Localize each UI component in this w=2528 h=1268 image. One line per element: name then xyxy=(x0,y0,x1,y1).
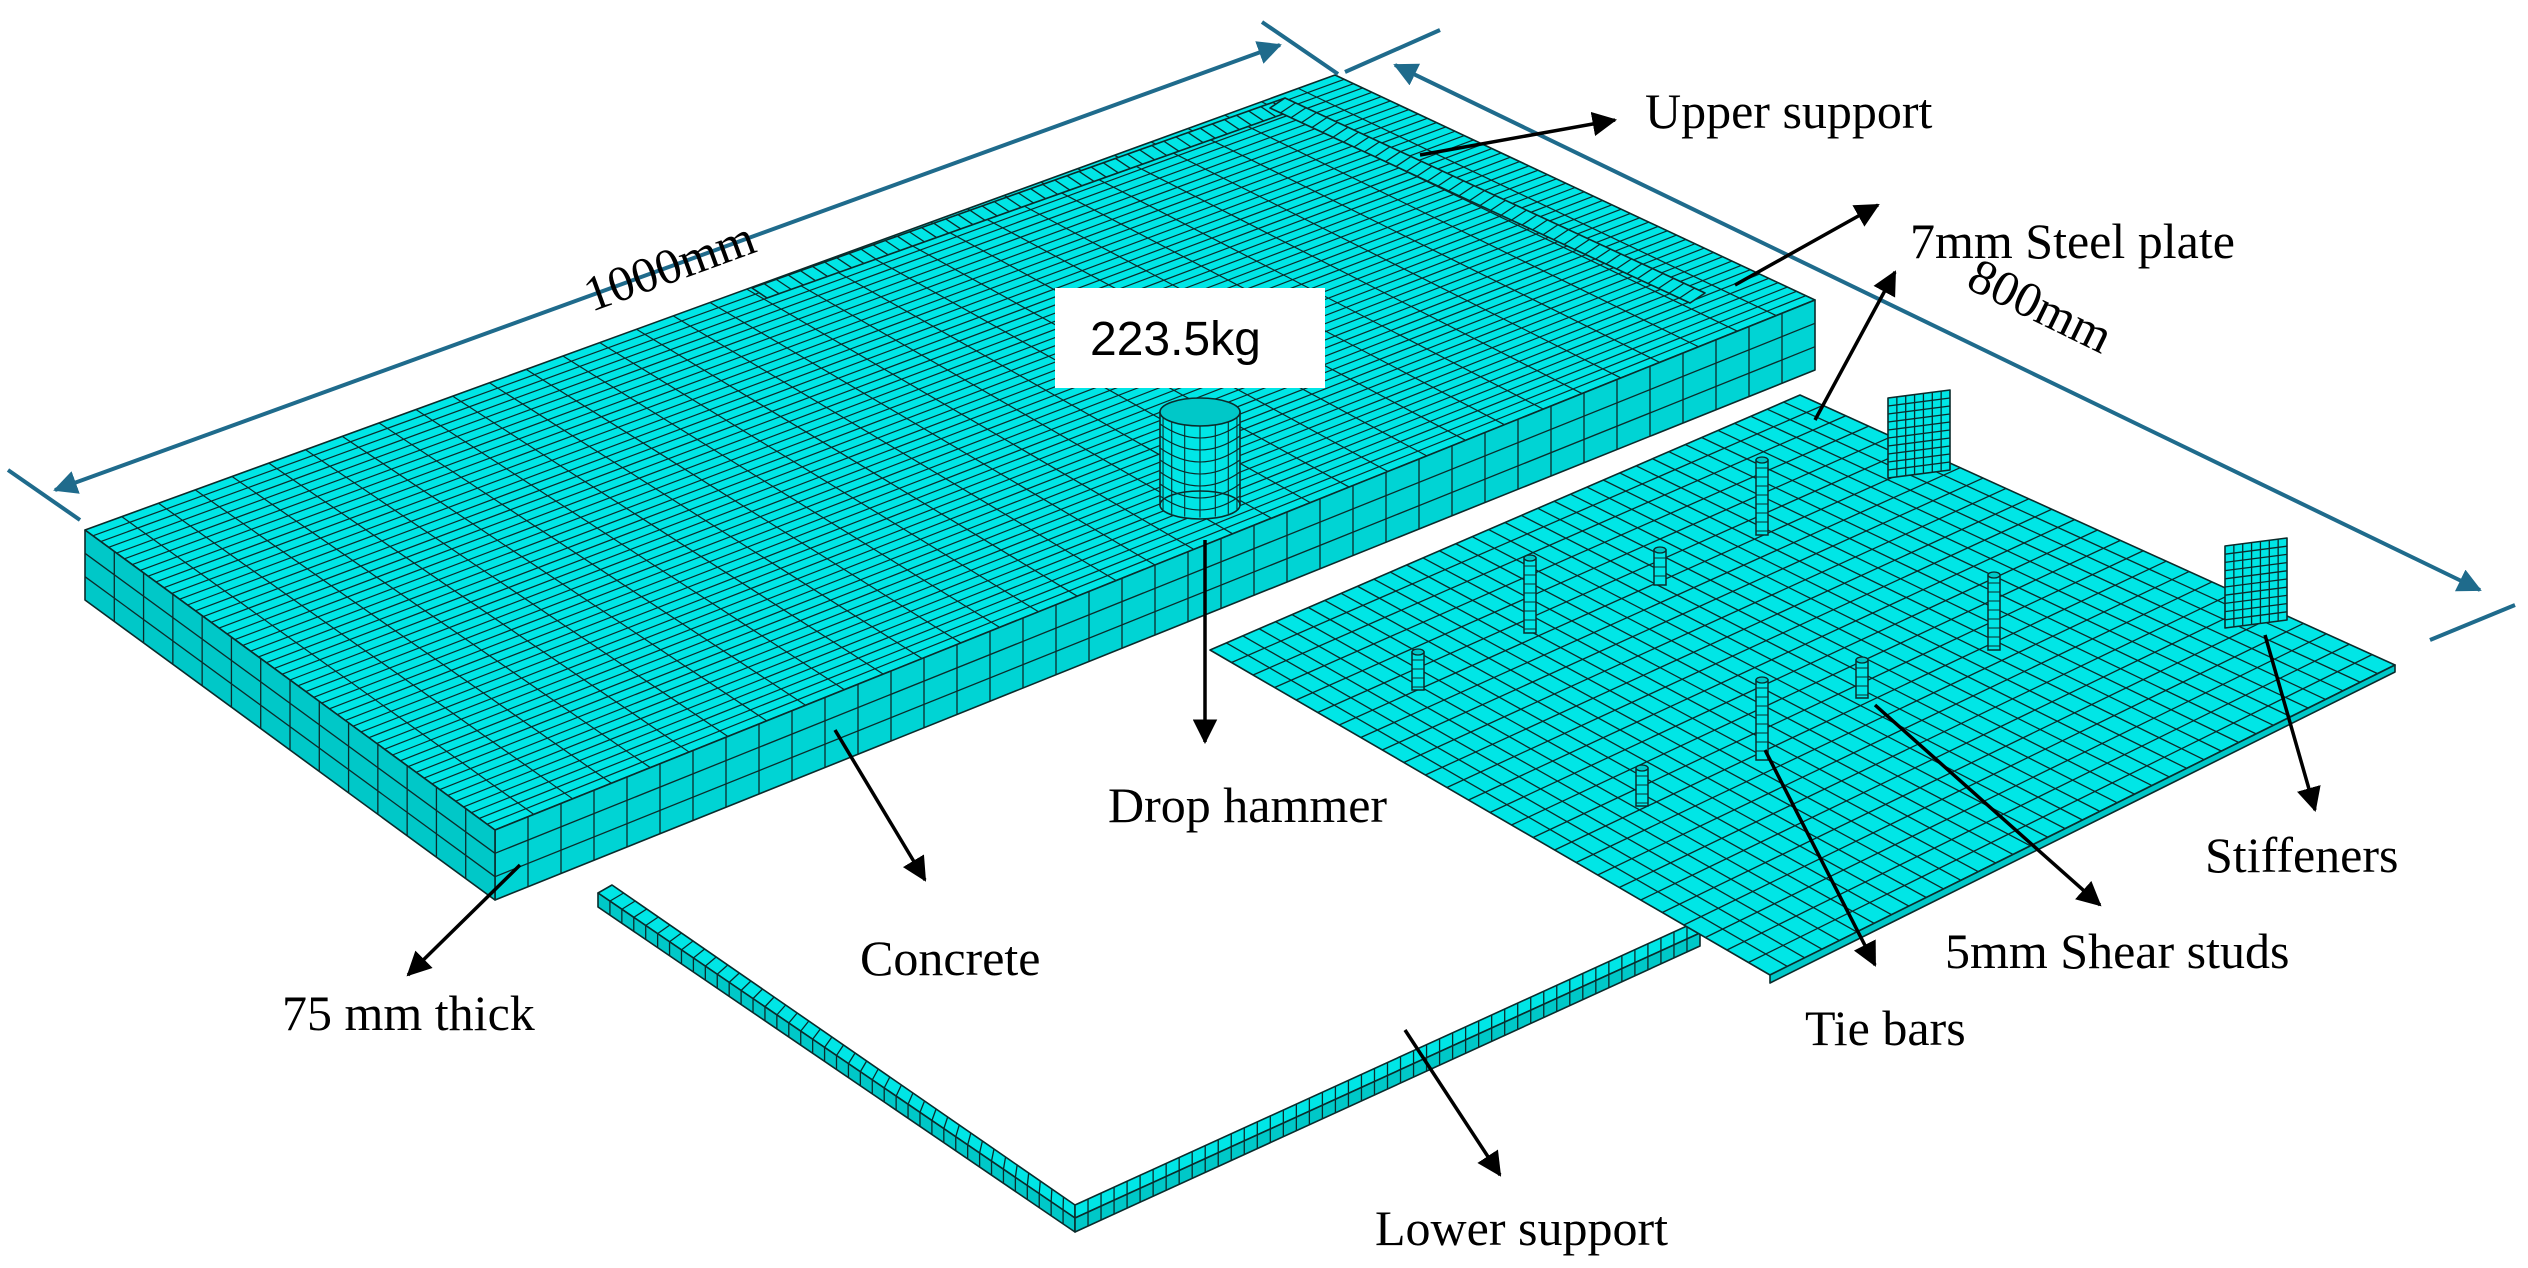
tie-bar-1 xyxy=(1755,456,1769,536)
lower-support-label: Lower support xyxy=(1375,1200,1668,1256)
lower-support-front-top-mesh xyxy=(1087,925,1688,1213)
arrow-tie-bars xyxy=(1763,749,1877,967)
upper-support-label: Upper support xyxy=(1645,83,1933,139)
arrow-upper-support xyxy=(1419,111,1618,157)
tie-bars-label: Tie bars xyxy=(1805,1000,1966,1056)
shear-stud-3 xyxy=(1855,656,1869,699)
arrow-stiffeners xyxy=(2263,634,2321,812)
dimension-width xyxy=(1344,28,2516,642)
arrow-thickness xyxy=(406,863,522,977)
callout-arrows xyxy=(406,111,2321,1177)
arrow-lower-support xyxy=(1403,1029,1502,1177)
mass-label-box xyxy=(1055,288,1325,388)
lower-support-frame xyxy=(597,884,1701,1233)
arrow-concrete xyxy=(833,729,927,882)
shear-stud-2 xyxy=(1411,648,1425,691)
tie-bar-2 xyxy=(1523,554,1537,634)
shear-stud-1 xyxy=(1653,546,1667,586)
dimension-length xyxy=(6,20,1340,522)
concrete-label: Concrete xyxy=(860,930,1040,986)
shear-stud-4 xyxy=(1635,764,1649,807)
drop-hammer-label: Drop hammer xyxy=(1108,777,1387,833)
lower-support-front-side-mesh xyxy=(1087,938,1688,1227)
drop-hammer xyxy=(1159,397,1241,520)
steel-plate-edge xyxy=(1769,664,2396,984)
mass-label: 223.5kg xyxy=(1090,313,1261,366)
arrow-shear-studs xyxy=(1873,703,2102,907)
arrow-steel-plate xyxy=(1813,270,1897,421)
tie-bar-4 xyxy=(1755,676,1769,761)
arrow-upper-support-2 xyxy=(1734,203,1880,287)
shear-studs-label: 5mm Shear studs xyxy=(1945,923,2289,979)
tie-bar-3 xyxy=(1987,571,2001,651)
concrete-end-face-mesh xyxy=(84,551,496,879)
hammer-top xyxy=(1159,397,1241,427)
steel-plate-label: 7mm Steel plate xyxy=(1910,213,2235,269)
lower-support-left-top-mesh xyxy=(609,892,1065,1210)
lower-support-left-side-mesh xyxy=(609,901,1064,1224)
stiffeners-label: Stiffeners xyxy=(2205,827,2398,883)
thickness-label: 75 mm thick xyxy=(282,985,535,1041)
